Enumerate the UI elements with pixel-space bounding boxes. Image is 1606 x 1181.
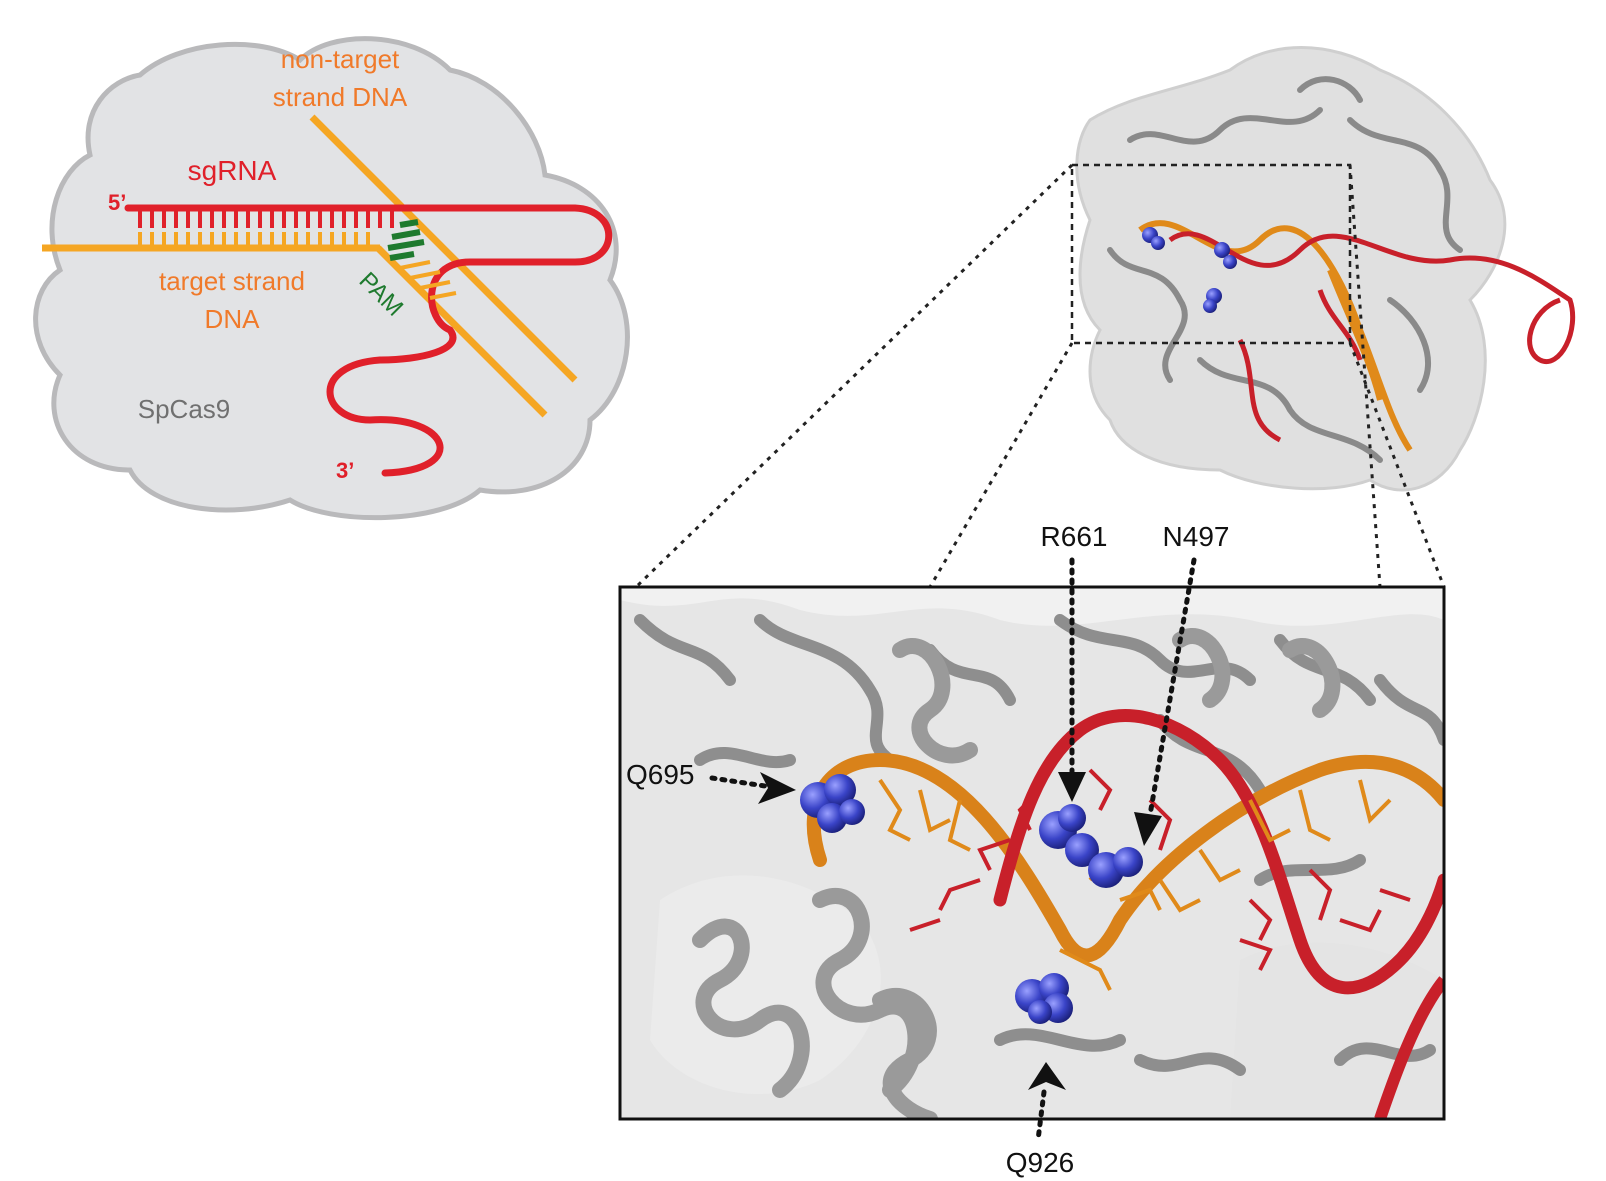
r661-label: R661: [1041, 521, 1108, 552]
q695-label: Q695: [626, 759, 695, 790]
target-label-2: DNA: [205, 304, 261, 334]
pam-bases: [387, 219, 425, 261]
structure-spheres: [1142, 227, 1237, 313]
non-target-label-2: strand DNA: [273, 82, 408, 112]
zoom-connectors: [634, 163, 1446, 589]
non-target-strand-line: [309, 114, 578, 383]
zoom-dna-backbone: [806, 752, 1444, 963]
q695-spheres: [800, 774, 865, 833]
zoom-helices: [692, 628, 1341, 1119]
protein-surface: [1075, 46, 1507, 492]
zoom-rna-bases: [909, 768, 1411, 971]
q695-arrowhead: [758, 772, 796, 804]
five-prime-label: 5’: [108, 190, 126, 215]
residue-callouts: R661 N497 Q695 Q926: [626, 521, 1229, 1178]
target-strand-diagonal: [375, 245, 548, 418]
n497-label: N497: [1163, 521, 1230, 552]
sgrna-label: sgRNA: [188, 155, 277, 186]
sgrna-line: [124, 204, 613, 477]
zoom-region-box: [1070, 163, 1352, 345]
target-label-1: target strand: [159, 266, 305, 296]
n497-pointer: [1147, 557, 1197, 818]
full-structure-panel: [1070, 46, 1576, 492]
q926-spheres: [1015, 973, 1073, 1024]
q926-arrowhead: [1028, 1062, 1066, 1090]
r661-n497-spheres: [1039, 804, 1143, 888]
schematic-panel: non-target strand DNA sgRNA 5’ target st…: [33, 36, 630, 521]
spcas9-label: SpCas9: [138, 394, 231, 424]
dna-bases: [138, 232, 457, 300]
r661-arrowhead: [1058, 772, 1086, 802]
three-prime-label: 3’: [336, 458, 354, 483]
n497-arrowhead: [1134, 812, 1162, 846]
structure-rna: [1168, 231, 1576, 443]
rna-bases: [138, 208, 394, 228]
q695-pointer: [709, 775, 768, 789]
zoom-frame: [618, 585, 1446, 1121]
zoom-dna-bases: [878, 778, 1392, 991]
q926-label: Q926: [1006, 1147, 1075, 1178]
non-target-label-1: non-target: [281, 44, 400, 74]
spcas9-blob: [33, 36, 630, 521]
zoom-panel: [618, 585, 1446, 1121]
protein-ribbons: [1107, 76, 1463, 463]
q926-pointer: [1035, 1089, 1047, 1143]
